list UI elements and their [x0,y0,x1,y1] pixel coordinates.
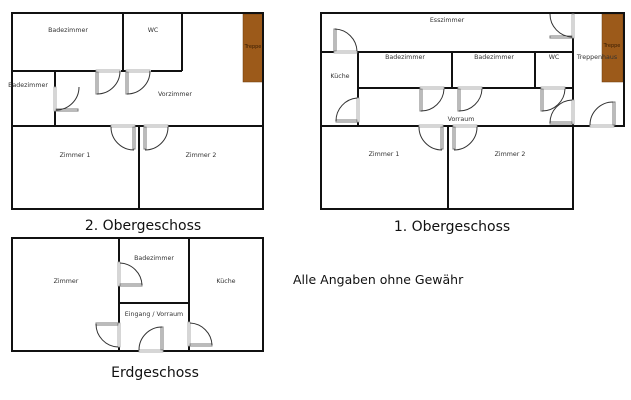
door [457,86,483,112]
room-label-esszimmer: Esszimmer [430,17,465,24]
stair-label: Treppe [603,43,621,49]
room-label-wc: WC [549,54,560,61]
room-label-vorzimmer: Vorzimmer [158,91,192,98]
room-label-treppenhaus: Treppenhaus [576,54,617,61]
plan-caption: 2. Obergeschoss [85,218,201,234]
room-label-badezimmer: Badezimmer [474,54,514,61]
door [419,86,445,112]
door [125,69,151,95]
room-label-badezimmer: Badezimmer [48,27,88,34]
door [53,86,80,112]
disclaimer-text: Alle Angaben ohne Gewähr [293,272,464,287]
room-label-kueche: Küche [216,278,235,285]
plan-caption: Erdgeschoss [111,365,199,381]
room-label-zimmer-1: Zimmer 1 [369,151,400,158]
plan-1-obergeschoss: Treppe [320,12,625,235]
plan-caption: 1. Obergeschoss [394,219,510,235]
door [117,261,143,287]
room-label-wc: WC [148,27,159,34]
room-label-zimmer: Zimmer [54,278,79,285]
room-label-eingang-vorraum: Eingang / Vorraum [125,311,183,318]
plan-2-obergeschoss: Treppe [8,12,264,234]
room-label-badezimmer: Badezimmer [385,54,425,61]
door [589,101,616,128]
door [110,124,136,151]
room-label-kueche: Küche [330,73,349,80]
room-label-badezimmer: Badezimmer [134,255,174,262]
door [187,321,213,347]
door [549,13,575,39]
room-label-badezimmer: Badezimmer [8,82,48,89]
door [418,124,444,151]
door [540,86,566,112]
stair-label: Treppe [244,44,262,50]
room-label-zimmer-1: Zimmer 1 [60,152,91,159]
door [95,322,121,348]
room-label-vorraum: Vorraum [448,116,475,123]
door [335,97,360,123]
door [549,99,575,125]
room-label-zimmer-2: Zimmer 2 [495,151,526,158]
room-label-zimmer-2: Zimmer 2 [186,152,217,159]
entrance-door [138,326,164,353]
outer-wall [11,12,264,210]
plan-erdgeschoss: Zimmer Badezimmer Küche Eingang / Vorrau… [11,237,264,381]
outer-wall [11,237,264,352]
door [95,69,121,95]
door [452,124,478,151]
door [143,124,169,151]
door [333,28,358,54]
